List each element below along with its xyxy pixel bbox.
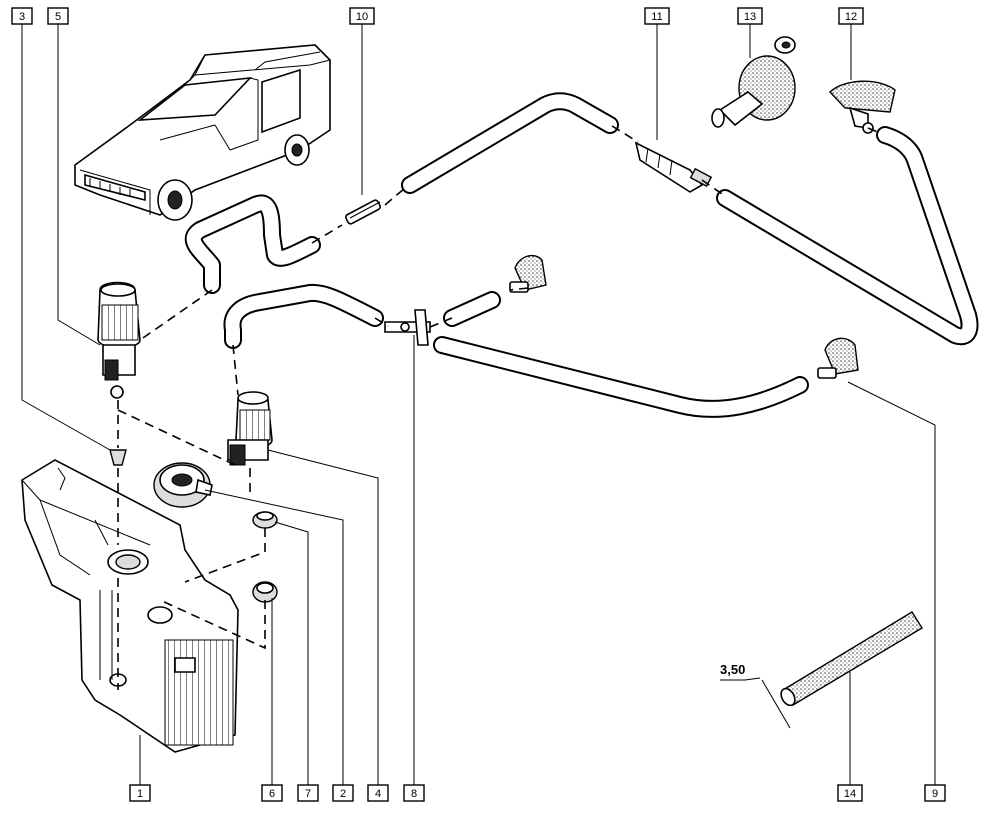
hose-network: [184, 92, 979, 418]
washer-jet-12: [829, 80, 896, 134]
callout-4: 4: [367, 784, 389, 802]
svg-text:6: 6: [269, 788, 275, 800]
svg-text:10: 10: [356, 11, 368, 23]
svg-text:9: 9: [932, 788, 938, 800]
callout-10: 10: [349, 7, 375, 25]
callout-13: 13: [737, 7, 763, 25]
dimension-label: 3,50: [720, 662, 745, 677]
svg-text:7: 7: [305, 788, 311, 800]
grommet-7: [252, 511, 278, 529]
svg-text:5: 5: [55, 11, 61, 23]
t-connector-8: [384, 309, 431, 346]
callout-1: 1: [129, 784, 151, 802]
washer-jet-upper: [509, 254, 547, 293]
vehicle-illustration: [74, 44, 331, 221]
callout-3: 3: [11, 7, 33, 25]
svg-text:12: 12: [845, 11, 857, 23]
callout-12: 12: [838, 7, 864, 25]
hose-14: [780, 611, 923, 707]
callout-9: 9: [924, 784, 946, 802]
callout-6: 6: [261, 784, 283, 802]
diameter-dimension: 3,50: [720, 662, 791, 729]
pump-5: [97, 281, 141, 399]
svg-text:4: 4: [375, 788, 381, 800]
grommet-6: [252, 581, 278, 603]
callout-5: 5: [47, 7, 69, 25]
assembly-lines: [117, 125, 881, 690]
svg-text:1: 1: [137, 788, 143, 800]
callout-7: 7: [297, 784, 319, 802]
callout-8: 8: [403, 784, 425, 802]
filler-neck-2: [153, 462, 213, 508]
svg-text:14: 14: [844, 788, 856, 800]
grommet-3: [109, 449, 127, 466]
svg-text:13: 13: [744, 11, 756, 23]
pump-4: [227, 391, 273, 466]
connector-10: [345, 199, 381, 225]
grommet-13: [711, 36, 796, 128]
svg-text:2: 2: [340, 788, 346, 800]
washer-reservoir-1: [21, 459, 239, 753]
leader-lines: [21, 24, 936, 785]
svg-text:3: 3: [19, 11, 25, 23]
callout-14: 14: [837, 784, 863, 802]
svg-text:8: 8: [411, 788, 417, 800]
callout-11: 11: [644, 7, 670, 25]
svg-text:11: 11: [651, 11, 662, 23]
callout-2: 2: [332, 784, 354, 802]
washer-jet-9: [817, 337, 859, 379]
check-valve-11: [634, 141, 713, 193]
